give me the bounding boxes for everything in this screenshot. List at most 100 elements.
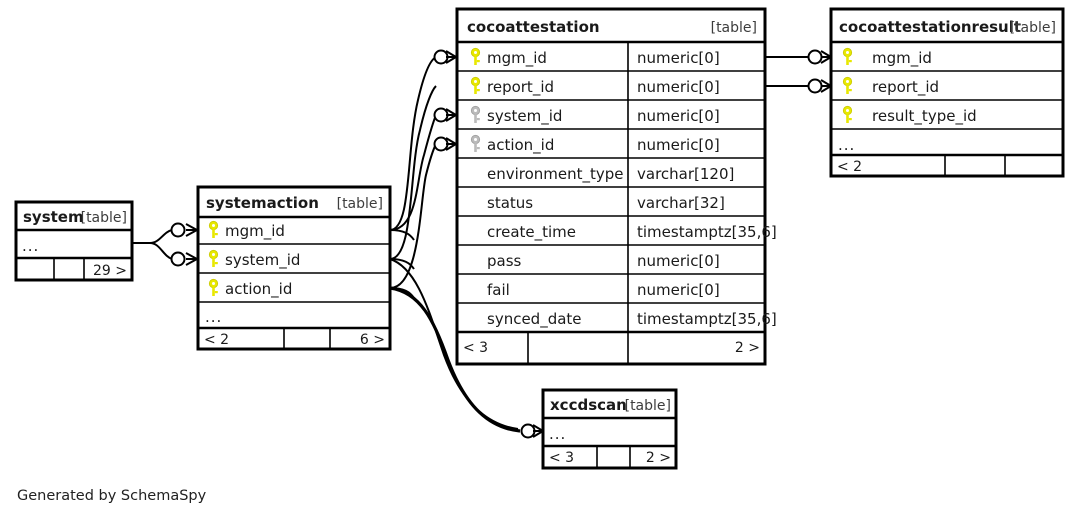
table-row[interactable]: mgm_id [198, 220, 390, 245]
column-name: report_id [487, 78, 554, 97]
column-name: create_time [487, 223, 576, 242]
table-row[interactable]: status varchar[32] [457, 194, 765, 217]
column-name: action_id [487, 136, 554, 155]
cardinality-circle [807, 78, 823, 94]
primary-key-icon [208, 220, 219, 238]
table-row-ellipsis[interactable]: ... [205, 308, 222, 326]
column-name: system_id [487, 107, 562, 126]
column-type: numeric[0] [637, 281, 720, 299]
column-name: mgm_id [225, 222, 285, 241]
cardinality-circle [807, 49, 823, 65]
generated-by-credit: Generated by SchemaSpy [17, 488, 207, 504]
ellipsis-row: ... [838, 136, 855, 154]
connectors [131, 49, 832, 439]
ellipsis-row: ... [22, 237, 39, 255]
table-title-cocoattestation: cocoattestation [467, 18, 600, 36]
table-cocoattestationresult[interactable]: cocoattestationresult [table] mgm_id [829, 7, 1065, 178]
table-footer-right: 2 > [735, 340, 760, 356]
table-row[interactable]: result_type_id [831, 105, 1063, 130]
table-footer-left: < 2 [837, 159, 862, 175]
table-title-xccdscan: xccdscan [550, 396, 627, 414]
table-row[interactable]: mgm_id [831, 47, 1063, 72]
table-rows-cocoattestationresult: mgm_id report_id [831, 47, 1063, 154]
cardinality-circle [433, 49, 449, 65]
table-row[interactable]: mgm_id numeric[0] [457, 47, 765, 72]
table-row[interactable]: environment_type varchar[120] [457, 165, 765, 188]
table-row[interactable]: action_id numeric[0] [457, 134, 765, 159]
connector-system-systemaction [131, 222, 198, 267]
table-row[interactable]: pass numeric[0] [457, 252, 765, 275]
primary-key-icon [208, 278, 219, 296]
table-title-system: system [23, 208, 84, 226]
primary-key-icon [842, 76, 853, 94]
foreign-key-icon [470, 134, 481, 152]
table-rows-cocoattestation: mgm_id numeric[0] report_id numeric[0] [457, 47, 777, 329]
column-name: system_id [225, 251, 300, 270]
column-name: status [487, 194, 533, 212]
table-tag-systemaction: [table] [337, 196, 383, 212]
table-title-systemaction: systemaction [206, 194, 319, 212]
table-rows-systemaction: mgm_id system_id [198, 220, 390, 326]
column-type: timestamptz[35,6] [637, 223, 777, 241]
table-row[interactable]: system_id [198, 249, 390, 274]
cardinality-circle [170, 222, 186, 238]
column-name: action_id [225, 280, 292, 299]
column-type: numeric[0] [637, 78, 720, 96]
table-footer-left: < 3 [463, 340, 488, 356]
table-systemaction[interactable]: systemaction [table] mgm_id [196, 185, 392, 351]
cardinality-circle [433, 136, 449, 152]
table-row[interactable]: action_id [198, 278, 390, 303]
table-tag-cocoattestationresult: [table] [1010, 20, 1056, 36]
column-name: pass [487, 252, 522, 270]
cardinality-circle [170, 251, 186, 267]
column-name: result_type_id [872, 107, 977, 126]
column-type: numeric[0] [637, 252, 720, 270]
primary-key-icon [842, 105, 853, 123]
table-footer-left: < 3 [549, 450, 574, 466]
table-tag-system: [table] [81, 210, 127, 226]
table-footer-left: < 2 [204, 332, 229, 348]
table-row[interactable]: synced_date timestamptz[35,6] [487, 310, 777, 329]
table-row[interactable]: create_time timestamptz[35,6] [457, 223, 777, 246]
column-type: varchar[120] [637, 165, 734, 183]
table-row[interactable]: fail numeric[0] [457, 281, 765, 304]
connector-systemaction-cocoattestation [389, 49, 457, 299]
table-footer-right: 6 > [360, 332, 385, 348]
cardinality-circle [520, 423, 536, 439]
table-row-ellipsis[interactable]: ... [838, 136, 855, 154]
connector-cocoattestation-cocoattestationresult [766, 49, 832, 94]
table-row-ellipsis[interactable]: ... [549, 425, 566, 443]
table-tag-cocoattestation: [table] [711, 20, 757, 36]
connector-systemaction-xccdscan [389, 258, 544, 439]
ellipsis-row: ... [205, 308, 222, 326]
foreign-key-icon [470, 105, 481, 123]
table-row[interactable]: report_id numeric[0] [457, 76, 765, 101]
column-type: varchar[32] [637, 194, 725, 212]
table-row[interactable]: report_id [831, 76, 1063, 101]
primary-key-icon [470, 47, 481, 65]
table-row-ellipsis[interactable]: ... [22, 237, 39, 255]
table-xccdscan[interactable]: xccdscan [table] ... < 3 2 > [541, 388, 678, 470]
table-system[interactable]: system [table] ... 29 > [14, 200, 134, 282]
column-name: environment_type [487, 165, 624, 184]
column-name: synced_date [487, 310, 582, 329]
column-name: mgm_id [872, 49, 932, 68]
primary-key-icon [208, 249, 219, 267]
table-footer-right: 2 > [646, 450, 671, 466]
table-title-cocoattestationresult: cocoattestationresult [839, 18, 1021, 36]
primary-key-icon [470, 76, 481, 94]
table-row[interactable]: system_id numeric[0] [457, 105, 765, 130]
column-type: timestamptz[35,6] [637, 310, 777, 328]
primary-key-icon [842, 47, 853, 65]
column-type: numeric[0] [637, 49, 720, 67]
table-cocoattestation[interactable]: cocoattestation [table] mgm_id numeric[0… [455, 7, 777, 366]
table-footer-right: 29 > [93, 263, 127, 279]
column-name: report_id [872, 78, 939, 97]
column-name: fail [487, 281, 510, 299]
table-tag-xccdscan: [table] [625, 398, 671, 414]
cardinality-circle [433, 107, 449, 123]
ellipsis-row: ... [549, 425, 566, 443]
column-type: numeric[0] [637, 107, 720, 125]
column-name: mgm_id [487, 49, 547, 68]
column-type: numeric[0] [637, 136, 720, 154]
